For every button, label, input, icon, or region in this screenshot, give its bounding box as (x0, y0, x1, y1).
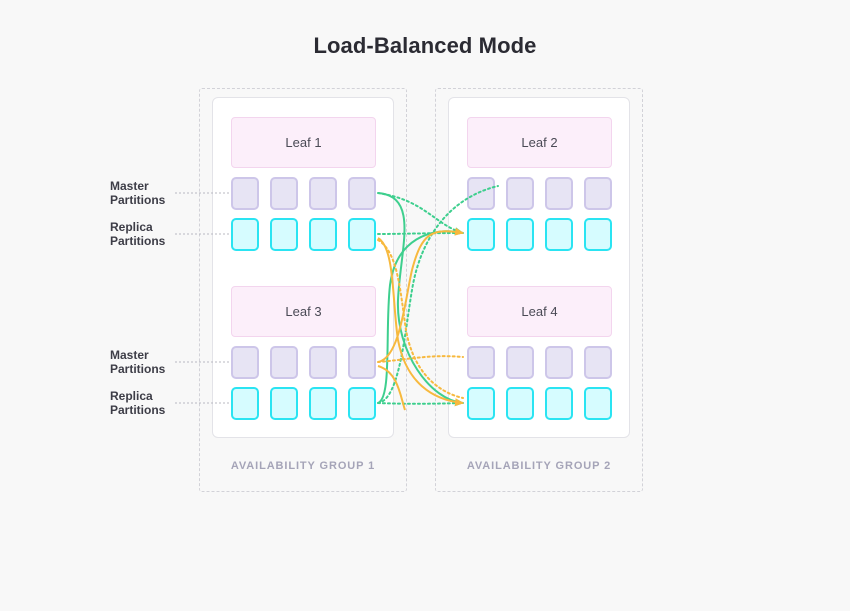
label-master-partitions-bottom: Master Partitions (110, 348, 166, 376)
replica-partition[interactable] (545, 218, 573, 251)
label-replica-partitions-top: Replica Partitions (110, 220, 166, 248)
master-partition[interactable] (348, 177, 376, 210)
replica-partition[interactable] (584, 387, 612, 420)
page-title: Load-Balanced Mode (313, 33, 537, 58)
replica-partition[interactable] (467, 218, 495, 251)
master-partition[interactable] (270, 346, 298, 379)
replica-partition[interactable] (348, 387, 376, 420)
master-partition[interactable] (348, 346, 376, 379)
master-partition[interactable] (545, 346, 573, 379)
master-partition[interactable] (231, 177, 259, 210)
replica-partition[interactable] (467, 387, 495, 420)
master-partition[interactable] (584, 346, 612, 379)
replica-partition[interactable] (231, 387, 259, 420)
replica-partition[interactable] (270, 387, 298, 420)
master-partition[interactable] (584, 177, 612, 210)
master-partition[interactable] (467, 346, 495, 379)
leaf-node-leaf-2[interactable]: Leaf 2 (467, 117, 612, 168)
leaf-label: Leaf 2 (521, 135, 558, 150)
replica-partition[interactable] (231, 218, 259, 251)
master-partition[interactable] (309, 177, 337, 210)
replica-partition[interactable] (506, 387, 534, 420)
replica-partition[interactable] (584, 218, 612, 251)
master-partition[interactable] (506, 177, 534, 210)
availability-group-1-caption: AVAILABILITY GROUP 1 (230, 460, 376, 472)
master-partition[interactable] (309, 346, 337, 379)
master-partition[interactable] (545, 177, 573, 210)
leaf-node-leaf-3[interactable]: Leaf 3 (231, 286, 376, 337)
availability-group-2-caption: AVAILABILITY GROUP 2 (466, 460, 612, 472)
master-partition[interactable] (270, 177, 298, 210)
master-partition[interactable] (231, 346, 259, 379)
leaf-label: Leaf 1 (285, 135, 322, 150)
replica-partition[interactable] (270, 218, 298, 251)
leaf-label: Leaf 4 (521, 304, 558, 319)
replica-partition[interactable] (506, 218, 534, 251)
replica-partition[interactable] (309, 387, 337, 420)
label-master-partitions-top: Master Partitions (110, 179, 166, 207)
master-partition[interactable] (506, 346, 534, 379)
replica-partition[interactable] (545, 387, 573, 420)
leaf-label: Leaf 3 (285, 304, 322, 319)
master-partition[interactable] (467, 177, 495, 210)
replica-partition[interactable] (348, 218, 376, 251)
label-replica-partitions-bottom: Replica Partitions (110, 389, 166, 417)
leaf-node-leaf-4[interactable]: Leaf 4 (467, 286, 612, 337)
replica-partition[interactable] (309, 218, 337, 251)
leaf-node-leaf-1[interactable]: Leaf 1 (231, 117, 376, 168)
